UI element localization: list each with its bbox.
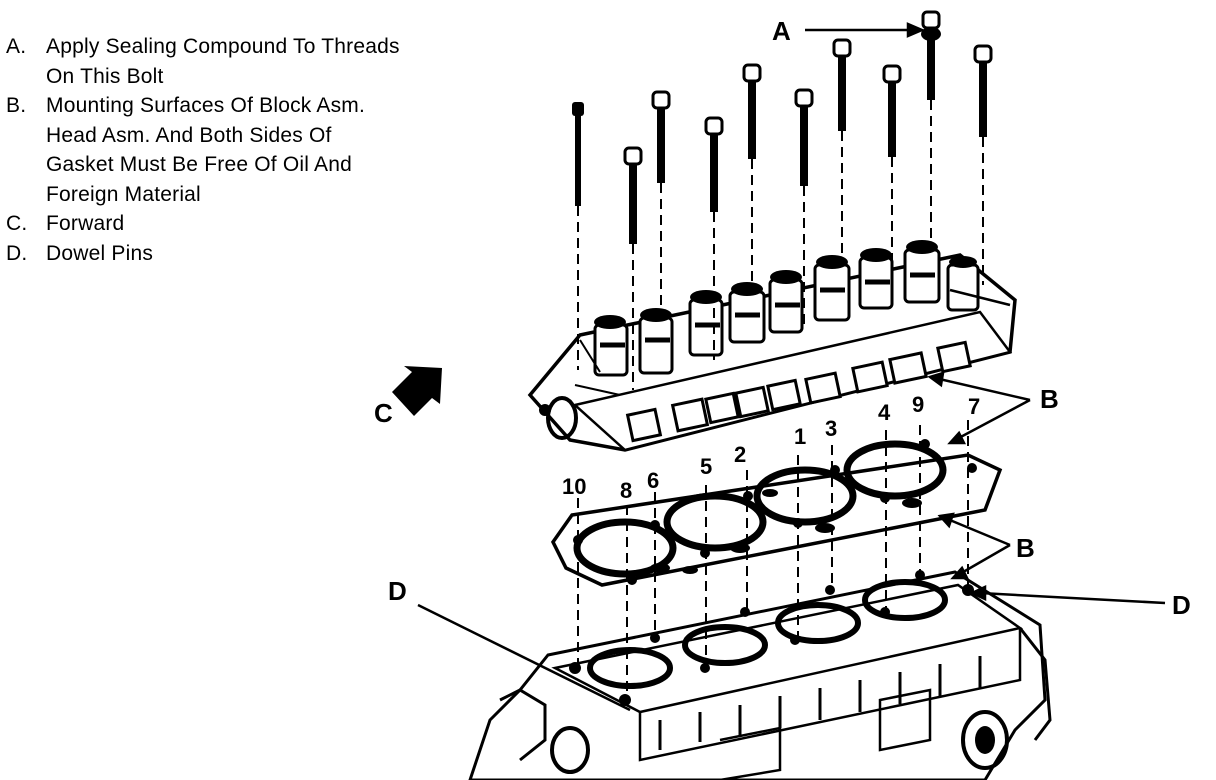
forward-arrow-icon <box>392 366 442 416</box>
callout-b-upper: B <box>1040 384 1059 414</box>
bolt-3 <box>651 90 671 320</box>
legend-text: Forward <box>46 212 125 235</box>
bolt-8 <box>882 64 902 300</box>
bolt-number-4: 4 <box>878 400 891 425</box>
legend-text: Apply Sealing Compound To Threads On Thi… <box>46 35 400 88</box>
legend-text: Mounting Surfaces Of Block Asm. Head Asm… <box>46 94 365 206</box>
legend-letter: A. <box>6 35 27 58</box>
legend-letter: B. <box>6 94 27 117</box>
legend-item-d: D. Dowel Pins <box>6 239 526 269</box>
legend-item-c: C. Forward <box>6 209 526 239</box>
bolt-number-1: 1 <box>794 424 806 449</box>
bolt-2 <box>623 146 643 390</box>
alignment-lines <box>577 420 969 700</box>
legend: A. Apply Sealing Compound To Threads On … <box>6 32 526 268</box>
bolt-number-8: 8 <box>620 478 632 503</box>
legend-text: Dowel Pins <box>46 241 154 265</box>
head-bolts <box>572 10 993 390</box>
bolt-4 <box>704 116 724 360</box>
callout-d-right: D <box>1172 590 1191 620</box>
callout-d-left: D <box>388 576 407 606</box>
bolt-5 <box>742 63 762 292</box>
bolt-9-sealed <box>921 10 941 250</box>
bolt-7 <box>832 38 852 265</box>
bolt-number-2: 2 <box>734 442 746 467</box>
engine-block <box>468 570 1052 780</box>
legend-item-b: B. Mounting Surfaces Of Block Asm. Head … <box>6 91 526 209</box>
legend-letter: C. <box>6 212 28 235</box>
head-gasket <box>550 439 1003 587</box>
callout-b-lower: B <box>1016 533 1035 563</box>
legend-letter: D. <box>6 241 28 265</box>
bolt-number-3: 3 <box>825 416 837 441</box>
bolt-number-9: 9 <box>912 392 924 417</box>
bolt-10 <box>973 44 993 285</box>
leader-lines <box>417 22 1166 712</box>
bolt-number-6: 6 <box>647 468 659 493</box>
callout-c: C <box>374 398 393 428</box>
bolt-1 <box>572 102 584 370</box>
bolt-number-5: 5 <box>700 454 712 479</box>
bolt-6 <box>794 88 814 330</box>
legend-item-a: A. Apply Sealing Compound To Threads On … <box>6 32 526 91</box>
bolt-number-10: 10 <box>562 474 586 499</box>
bolt-number-7: 7 <box>968 394 980 419</box>
callout-a: A <box>772 16 791 46</box>
cylinder-head <box>527 240 1017 452</box>
